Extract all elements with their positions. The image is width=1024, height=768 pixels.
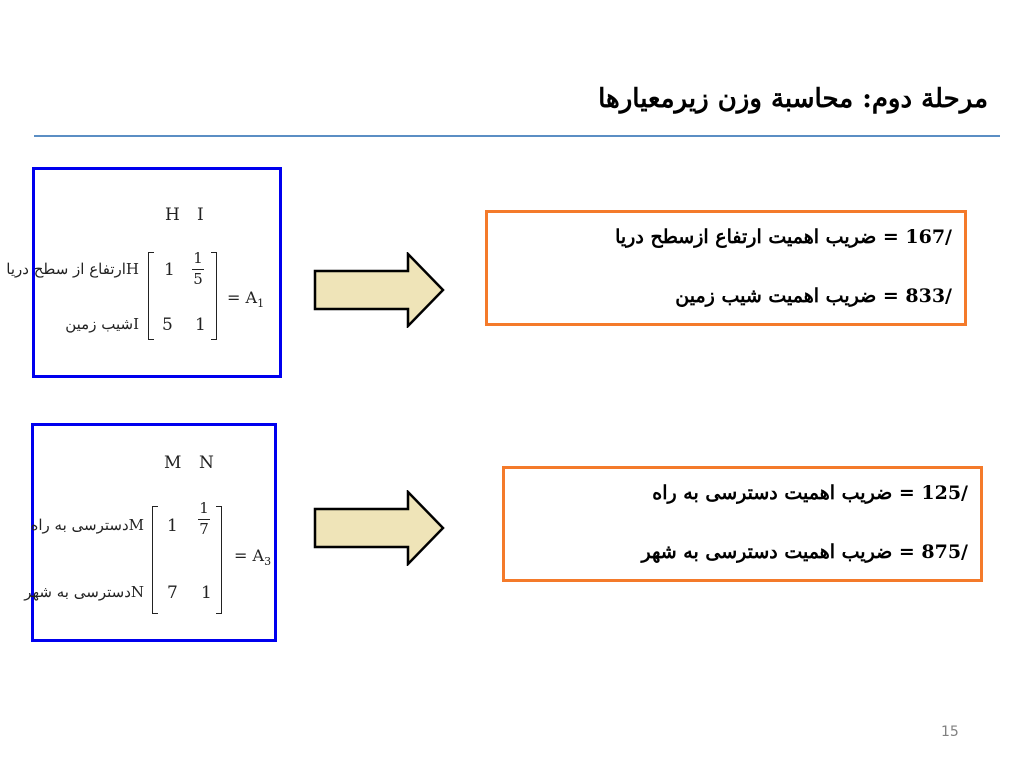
matrix2-name: = A3 — [234, 546, 272, 569]
page-number: 15 — [941, 724, 959, 740]
matrix2-row-label-1: Mدسترسی به راه — [30, 516, 144, 534]
matrix1-cell-2-2: 1 — [195, 315, 206, 335]
arrow-right-icon — [313, 252, 445, 328]
matrix1-cell-2-1: 5 — [162, 315, 173, 335]
slide-title: مرحلة دوم: محاسبة وزن زیرمعیارها — [598, 84, 988, 114]
result-city-access-weight: /875 = ضریب اهمیت دسترسی به شهر — [641, 541, 968, 563]
matrix1-col-header-h: H — [165, 205, 180, 225]
matrix1-cell-1-1: 1 — [164, 260, 175, 280]
result-box-2: /125 = ضریب اهمیت دسترسی به راه /875 = ض… — [502, 466, 983, 582]
matrix2-cell-1-1: 1 — [167, 516, 178, 536]
matrix1-row-label-1: Hارتفاع از سطح دريا — [6, 260, 139, 278]
title-divider — [34, 135, 1000, 137]
matrix2-row-label-2: Nدسترسی به شهر — [24, 583, 144, 601]
result-road-access-weight: /125 = ضریب اهمیت دسترسی به راه — [652, 482, 968, 504]
matrix2-cell-2-2: 1 — [201, 583, 212, 603]
matrix1-left-bracket — [148, 252, 154, 340]
matrix2-right-bracket — [216, 506, 222, 614]
matrix1-right-bracket — [211, 252, 217, 340]
matrix1-name: = A1 — [227, 288, 265, 311]
matrix2-col-header-m: M — [164, 453, 182, 473]
matrix1-row-label-2: Iشيب زمين — [65, 315, 139, 333]
matrix2-cell-2-1: 7 — [167, 583, 178, 603]
matrix1-col-header-i: I — [197, 205, 204, 225]
matrix2-left-bracket — [152, 506, 158, 614]
result-altitude-weight: /167 = ضریب اهمیت ارتفاع ازسطح دریا — [615, 226, 952, 248]
arrow-right-icon — [313, 490, 445, 566]
matrix2-col-header-n: N — [199, 453, 214, 473]
result-box-1: /167 = ضریب اهمیت ارتفاع ازسطح دریا /833… — [485, 210, 967, 326]
result-slope-weight: /833 = ضریب اهمیت شیب زمین — [675, 285, 952, 307]
